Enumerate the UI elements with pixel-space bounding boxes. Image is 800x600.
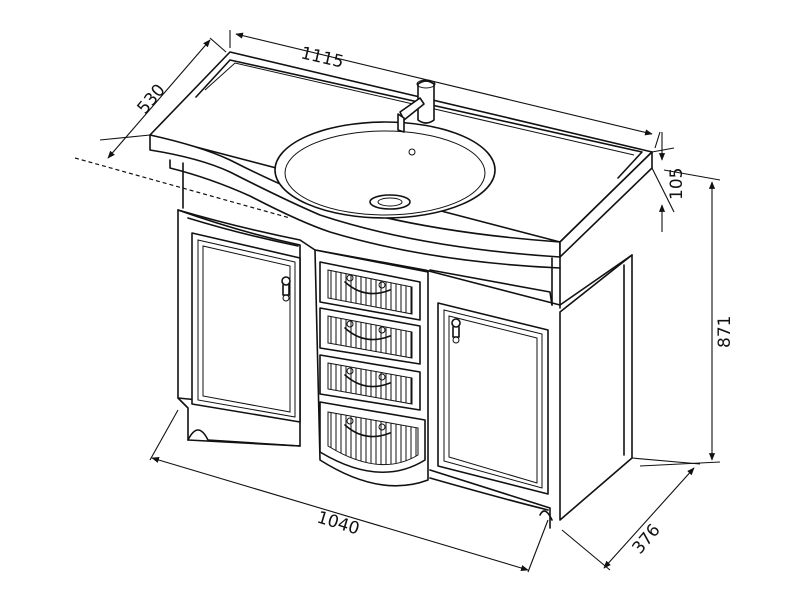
dim-base-width-label: 1040 xyxy=(315,508,362,540)
dim-top-width-label: 1115 xyxy=(299,43,346,72)
basin xyxy=(274,121,496,219)
drawer-1 xyxy=(319,261,421,321)
right-door-handle-icon xyxy=(451,318,461,344)
left-door-handle-icon xyxy=(281,276,291,302)
dimension-105: 105 xyxy=(651,132,687,232)
dim-total-height-label: 871 xyxy=(715,316,735,348)
drawer-3 xyxy=(319,354,421,411)
left-door xyxy=(191,232,301,423)
right-shelf-edge xyxy=(429,269,553,306)
drawer-4 xyxy=(319,401,426,474)
dim-top-height-label: 105 xyxy=(667,168,687,200)
dim-top-depth-label: 530 xyxy=(134,80,170,118)
dimension-871: 871 xyxy=(639,169,735,467)
drawer-2 xyxy=(319,307,421,365)
right-door xyxy=(437,302,549,495)
dim-base-depth-label: 376 xyxy=(629,520,665,558)
depth-reference-dashed xyxy=(74,157,291,219)
drawer-stack xyxy=(314,249,429,487)
